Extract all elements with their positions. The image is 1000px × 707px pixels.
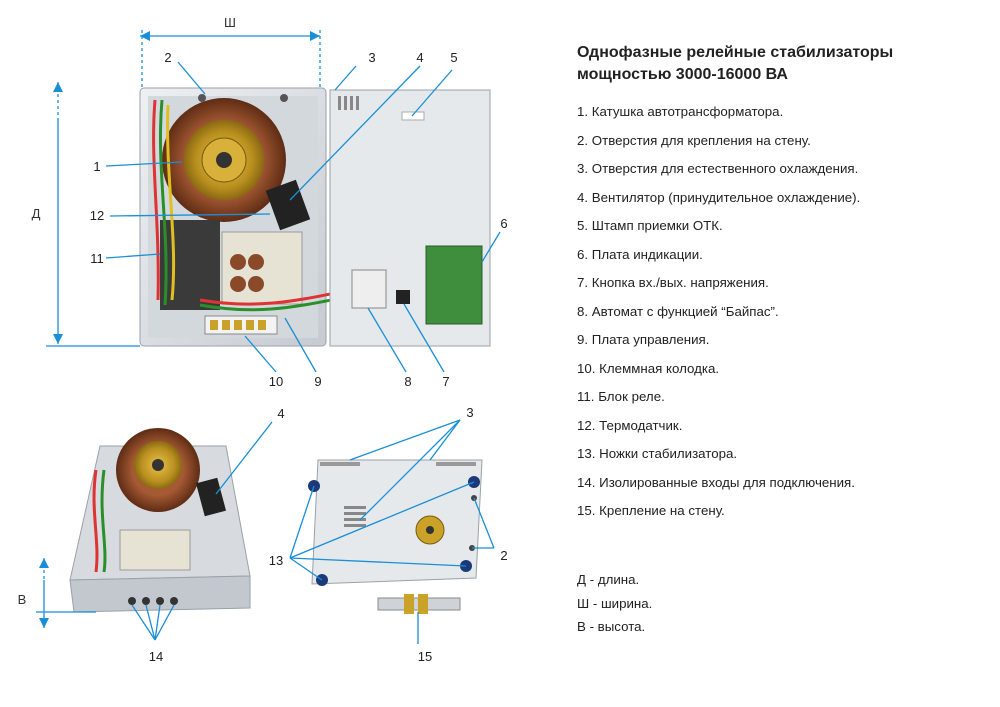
list-item: 10. Клеммная колодка. bbox=[577, 360, 720, 376]
dimensions-list: Д - длина. Ш - ширина. В - высота. bbox=[577, 568, 652, 639]
bypass-breaker bbox=[351, 269, 387, 309]
dim-width-label: Ш bbox=[224, 15, 236, 30]
legend-panel: Однофазные релейные стабилизаторы мощнос… bbox=[577, 42, 987, 634]
list-item: 14. Изолированные входы для подключения. bbox=[577, 474, 855, 490]
page-title: Однофазные релейные стабилизаторы мощнос… bbox=[577, 44, 894, 83]
list-item: 3. Отверстия для естественного охлаждени… bbox=[577, 161, 859, 176]
main-unit-photo bbox=[139, 87, 491, 347]
callout-4: 4 bbox=[416, 50, 423, 65]
list-item: 4. Вентилятор (принудительное охлаждение… bbox=[577, 189, 861, 205]
dimension-width: Ш bbox=[140, 15, 321, 88]
callout-9: 9 bbox=[314, 374, 321, 389]
main-callouts: 2 3 4 5 6 1 12 11 10 9 8 7 bbox=[90, 50, 508, 389]
list-item: В - высота. bbox=[577, 619, 646, 634]
callout-11: 11 bbox=[90, 251, 104, 266]
dim-length-label: Д bbox=[32, 206, 41, 221]
list-item: 12. Термодатчик. bbox=[577, 417, 683, 433]
list-item: Д - длина. bbox=[577, 572, 640, 587]
list-item: 13. Ножки стабилизатора. bbox=[577, 446, 738, 461]
list-item: 2. Отверстия для крепления на стену. bbox=[577, 132, 811, 148]
dimension-length: Д bbox=[32, 82, 140, 347]
dim-height-label: В bbox=[18, 592, 27, 607]
qc-stamp bbox=[401, 111, 425, 121]
callout-3-lower: 3 bbox=[466, 405, 473, 420]
list-item: 8. Автомат с функцией “Байпас”. bbox=[577, 303, 779, 319]
list-item: 5. Штамп приемки ОТК. bbox=[577, 218, 723, 233]
list-item: 6. Плата индикации. bbox=[577, 246, 703, 262]
list-item: 9. Плата управления. bbox=[577, 332, 710, 347]
callout-10: 10 bbox=[269, 374, 283, 389]
callout-14: 14 bbox=[149, 649, 163, 664]
list-item: Ш - ширина. bbox=[577, 595, 653, 611]
list-item: 11. Блок реле. bbox=[577, 389, 665, 404]
wall-mount-hole-icon bbox=[198, 94, 206, 102]
callout-12: 12 bbox=[90, 208, 104, 223]
callout-3: 3 bbox=[368, 50, 375, 65]
wall-mount-hole-icon bbox=[280, 94, 288, 102]
callout-6: 6 bbox=[500, 216, 507, 231]
voltage-button bbox=[396, 290, 410, 304]
callout-2: 2 bbox=[164, 50, 171, 65]
list-item: 15. Крепление на стену. bbox=[577, 503, 725, 518]
callout-13: 13 bbox=[269, 553, 283, 568]
lower-right-unit-photo bbox=[308, 459, 483, 614]
components-list: 1. Катушка автотрансформатора. 2. Отверс… bbox=[577, 98, 987, 526]
callout-15: 15 bbox=[418, 649, 432, 664]
list-item: 1. Катушка автотрансформатора. bbox=[577, 104, 784, 119]
lower-left-callouts: 4 14 bbox=[131, 406, 285, 664]
lower-right-callouts: 3 2 13 15 bbox=[269, 405, 508, 664]
dimension-height: В bbox=[18, 558, 96, 628]
callout-4-lower: 4 bbox=[277, 406, 284, 421]
callout-2-lower: 2 bbox=[500, 548, 507, 563]
callout-5: 5 bbox=[450, 50, 457, 65]
callout-1: 1 bbox=[93, 159, 100, 174]
callout-8: 8 bbox=[404, 374, 411, 389]
lower-left-unit-photo bbox=[69, 428, 251, 613]
fan bbox=[265, 179, 311, 231]
list-item: 7. Кнопка вх./вых. напряжения. bbox=[577, 275, 769, 290]
callout-7: 7 bbox=[442, 374, 449, 389]
indication-board bbox=[425, 245, 483, 325]
